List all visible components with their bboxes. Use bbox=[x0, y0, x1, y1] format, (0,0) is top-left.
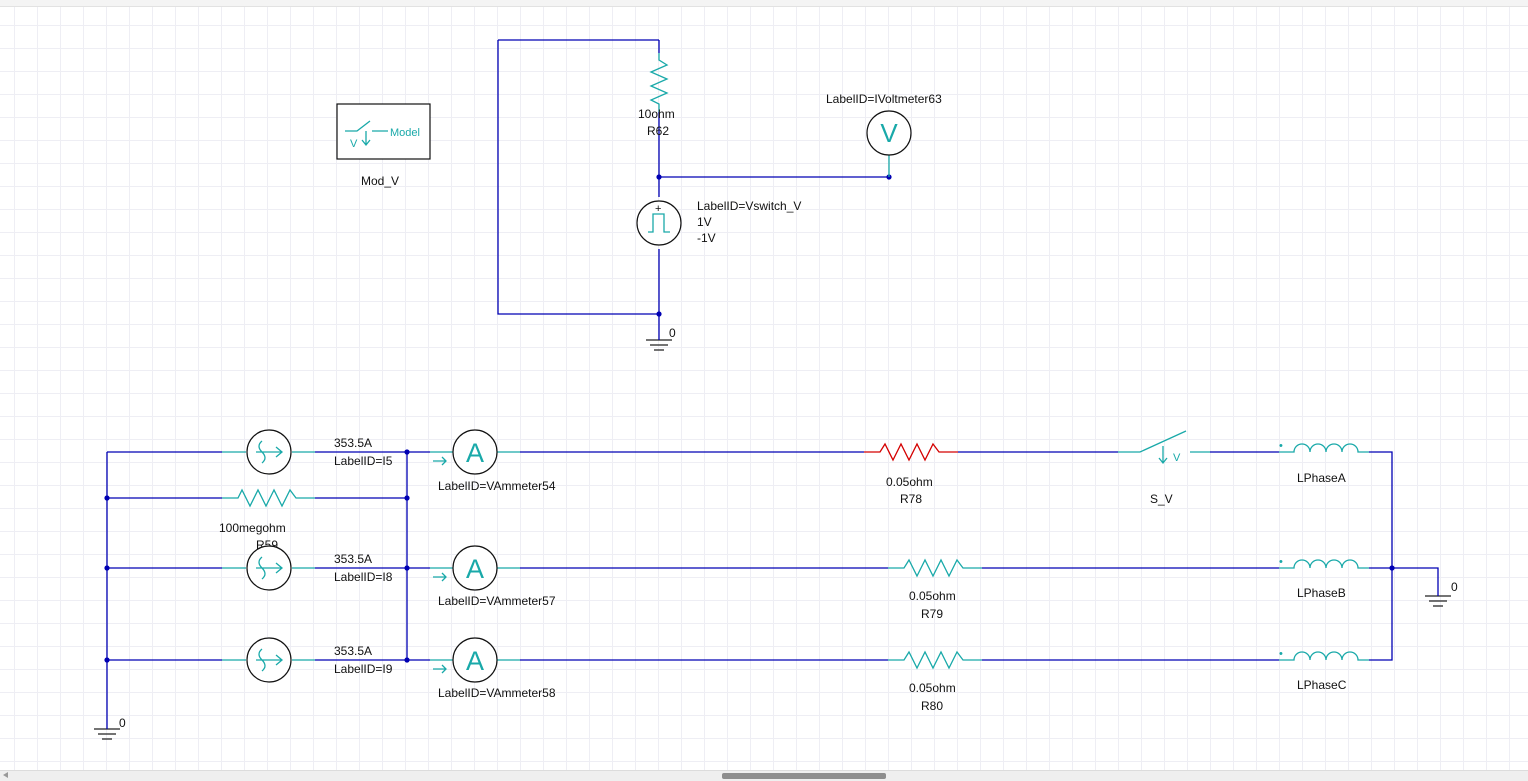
voltmeter-ivoltmeter63[interactable]: V LabelID=IVoltmeter63 bbox=[826, 92, 942, 177]
r79-value: 0.05ohm bbox=[909, 589, 956, 603]
junction bbox=[104, 565, 110, 571]
ammeter-vammeter57[interactable]: A LabelID=VAmmeter57 bbox=[430, 545, 556, 608]
ammeter57-label: LabelID=VAmmeter57 bbox=[438, 594, 556, 608]
switch-s-v[interactable]: V S_V bbox=[1118, 430, 1210, 506]
bottom-circuit-wires bbox=[106, 451, 1439, 718]
model-glyph: V bbox=[350, 138, 358, 150]
r59-value: 100megohm bbox=[219, 521, 286, 535]
inductor-dot: • bbox=[1279, 440, 1283, 452]
junction bbox=[656, 311, 662, 317]
ammeter-symbol: A bbox=[466, 554, 484, 584]
r62-name: R62 bbox=[647, 124, 669, 138]
r78-name: R78 bbox=[900, 492, 922, 506]
ammeter-symbol: A bbox=[466, 438, 484, 468]
inductor-dot: • bbox=[1279, 648, 1283, 660]
lphaseb-name: LPhaseB bbox=[1297, 586, 1346, 600]
i9-value: 353.5A bbox=[334, 644, 372, 658]
source-plus: + bbox=[655, 203, 661, 215]
lphasec-name: LPhaseC bbox=[1297, 678, 1347, 692]
pulse-source-v2: -1V bbox=[697, 231, 716, 245]
current-source-i9[interactable]: 353.5A LabelID=I9 bbox=[222, 637, 393, 683]
scroll-left-arrow-icon[interactable] bbox=[3, 772, 8, 778]
switch-name: S_V bbox=[1150, 492, 1173, 506]
voltmeter-symbol: V bbox=[880, 118, 898, 148]
i5-label: LabelID=I5 bbox=[334, 454, 393, 468]
inductor-dot: • bbox=[1279, 556, 1283, 568]
switch-glyph: V bbox=[1173, 452, 1181, 464]
i8-value: 353.5A bbox=[334, 552, 372, 566]
resistor-r79[interactable]: 0.05ohm R79 bbox=[888, 558, 982, 621]
ground-top-node: 0 bbox=[669, 326, 676, 340]
resistor-r62[interactable]: 10ohm R62 bbox=[638, 53, 675, 138]
junction bbox=[404, 449, 410, 455]
model-block-mod-v[interactable]: V Model Mod_V bbox=[336, 103, 431, 188]
current-source-i5[interactable]: 353.5A LabelID=I5 bbox=[222, 429, 393, 475]
junction bbox=[104, 657, 110, 663]
inductor-lphaseb[interactable]: • LPhaseB bbox=[1279, 556, 1369, 600]
resistor-r80[interactable]: 0.05ohm R80 bbox=[888, 650, 982, 713]
ammeter58-label: LabelID=VAmmeter58 bbox=[438, 686, 556, 700]
ground-right[interactable]: 0 bbox=[1425, 580, 1458, 607]
ammeter-vammeter54[interactable]: A LabelID=VAmmeter54 bbox=[430, 429, 556, 493]
r79-name: R79 bbox=[921, 607, 943, 621]
r80-value: 0.05ohm bbox=[909, 681, 956, 695]
lphasea-name: LPhaseA bbox=[1297, 471, 1346, 485]
r80-name: R80 bbox=[921, 699, 943, 713]
junction bbox=[404, 657, 410, 663]
i5-value: 353.5A bbox=[334, 436, 372, 450]
i9-label: LabelID=I9 bbox=[334, 662, 393, 676]
top-border bbox=[0, 0, 1528, 7]
junction bbox=[656, 174, 662, 180]
voltmeter-label: LabelID=IVoltmeter63 bbox=[826, 92, 942, 106]
ground-left-node: 0 bbox=[119, 716, 126, 730]
scrollbar-thumb[interactable] bbox=[722, 773, 886, 779]
junction bbox=[104, 495, 110, 501]
inductor-lphasec[interactable]: • LPhaseC bbox=[1279, 648, 1369, 692]
i8-label: LabelID=I8 bbox=[334, 570, 393, 584]
r62-value: 10ohm bbox=[638, 107, 675, 121]
junction bbox=[404, 565, 410, 571]
inductor-lphasea[interactable]: • LPhaseA bbox=[1279, 440, 1369, 485]
current-source-i8[interactable]: 353.5A LabelID=I8 bbox=[222, 545, 393, 591]
pulse-source-vswitch-v[interactable]: + LabelID=Vswitch_V 1V -1V bbox=[636, 199, 801, 246]
pulse-source-v1: 1V bbox=[697, 215, 712, 229]
resistor-r78[interactable]: 0.05ohm R78 bbox=[864, 442, 958, 506]
ground-left[interactable]: 0 bbox=[94, 716, 126, 740]
junction bbox=[1389, 565, 1395, 571]
resistor-r59[interactable]: 100megohm R59 bbox=[219, 488, 315, 552]
junction bbox=[404, 495, 410, 501]
model-name: Mod_V bbox=[361, 174, 399, 188]
r78-value: 0.05ohm bbox=[886, 475, 933, 489]
ammeter54-label: LabelID=VAmmeter54 bbox=[438, 479, 556, 493]
pulse-source-label: LabelID=Vswitch_V bbox=[697, 199, 801, 213]
ammeter-vammeter58[interactable]: A LabelID=VAmmeter58 bbox=[430, 637, 556, 700]
ground-top[interactable]: 0 bbox=[646, 326, 676, 351]
model-type-label: Model bbox=[390, 127, 420, 139]
top-circuit-wires bbox=[497, 39, 889, 330]
ground-right-node: 0 bbox=[1451, 580, 1458, 594]
ammeter-symbol: A bbox=[466, 646, 484, 676]
